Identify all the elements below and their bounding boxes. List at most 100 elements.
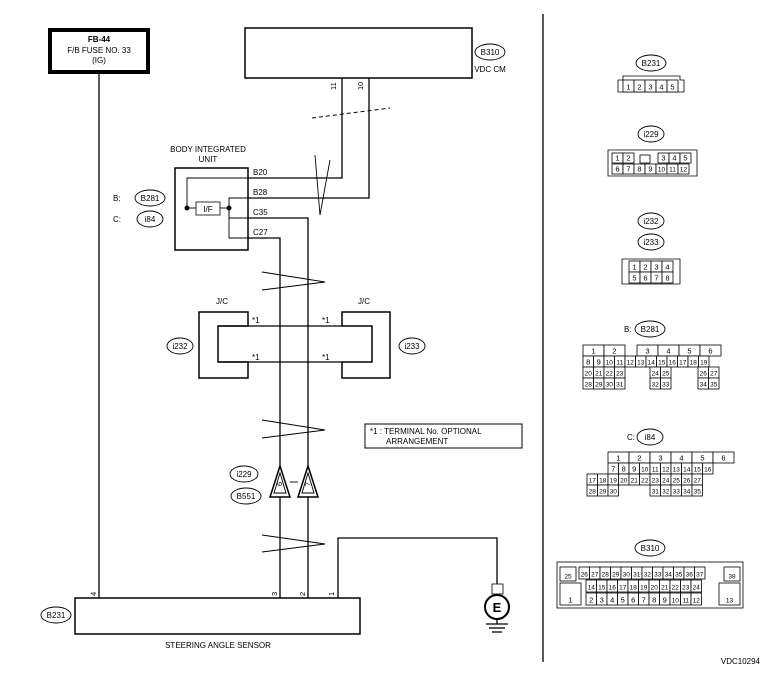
pin-number: 3	[654, 263, 658, 272]
pin-number: 33	[654, 572, 662, 579]
pin-number: 35	[675, 572, 683, 579]
pin-number: 1	[591, 347, 595, 356]
pin-number: 17	[679, 360, 687, 367]
twist-mark	[261, 419, 326, 439]
pin-number: 32	[644, 572, 652, 579]
pin-cell	[690, 592, 702, 606]
vdc-pin-10: 10	[356, 82, 365, 90]
pin-number: 14	[648, 360, 656, 367]
pin-number: 29	[612, 572, 620, 579]
pin-number: 21	[631, 478, 639, 485]
pin-number: 24	[693, 585, 701, 592]
ground-label: E	[493, 600, 502, 615]
pin-number: 36	[686, 572, 694, 579]
fuse-box: FB-44 F/B FUSE NO. 33 (IG)	[48, 28, 150, 74]
pin-number: 35	[710, 382, 718, 389]
pin-number: 11	[616, 360, 623, 367]
jc-right: J/C i233 *1 *1	[322, 297, 426, 379]
pin-number: 19	[610, 478, 618, 485]
sensor-pin-1: 1	[327, 592, 336, 596]
pin-number: 13	[637, 360, 645, 367]
pin-number: 7	[611, 465, 615, 474]
pin-number: 3	[645, 347, 649, 356]
jc-right-term2: *1	[322, 353, 330, 362]
biu-title2: UNIT	[199, 155, 218, 164]
pin-number: 2	[637, 83, 641, 92]
pin-number: 13	[726, 598, 734, 605]
pin-number: 20	[620, 478, 628, 485]
pin-number: 14	[683, 467, 691, 474]
pin-number: 1	[616, 454, 620, 463]
sensor-pin-4: 4	[89, 592, 98, 596]
pin-number: 20	[651, 585, 659, 592]
biu-pin-c27: C27	[253, 228, 268, 237]
pin-number: 29	[599, 489, 607, 496]
sensor-conn: B231	[47, 611, 66, 620]
pin-number: 16	[609, 585, 617, 592]
twist-mark	[261, 534, 326, 553]
pin-number: 17	[619, 585, 627, 592]
pin-number: 1	[632, 263, 636, 272]
mid-pin-7: 7	[303, 482, 312, 486]
jc-left-conn: i232	[172, 342, 188, 351]
pin-number: 5	[687, 347, 691, 356]
pin-number: 3	[658, 454, 662, 463]
biu-pin-b20: B20	[253, 168, 268, 177]
pin-number: 22	[672, 585, 680, 592]
pin-number: 5	[700, 454, 704, 463]
pin-cell	[661, 271, 674, 284]
pin-number: 7	[654, 274, 658, 283]
pin-number: 6	[708, 347, 712, 356]
pin-number: 38	[728, 574, 736, 581]
pin-number: 6	[631, 596, 635, 605]
pin-number: 6	[721, 454, 725, 463]
biu-pin-b28: B28	[253, 188, 268, 197]
pin-number: 28	[602, 572, 610, 579]
pin-number: 6	[643, 274, 647, 283]
pin-number: 7	[626, 165, 630, 174]
twist-mark	[311, 107, 391, 119]
pin-number: 30	[606, 382, 614, 389]
pin-cell	[639, 154, 651, 164]
pin-number: 10	[658, 167, 666, 174]
pin-number: 4	[665, 263, 669, 272]
vdc-conn: B310	[481, 48, 500, 57]
pin-number: 24	[652, 371, 660, 378]
pin-number: 23	[682, 585, 690, 592]
pin-number: 9	[632, 465, 636, 474]
pin-number: 33	[673, 489, 681, 496]
pin-number: 28	[589, 489, 597, 496]
pin-number: 16	[704, 467, 712, 474]
pin-number: 26	[683, 478, 691, 485]
wire-vdc11-b20	[248, 78, 343, 179]
panel-b310-title: B310	[641, 544, 660, 553]
pin-cell	[718, 582, 741, 606]
pin-number: 9	[663, 596, 667, 605]
mid-conn-2: B551	[237, 492, 256, 501]
pin-number: 11	[682, 598, 689, 605]
panel-b231-title: B231	[642, 59, 661, 68]
pin-number: 6	[615, 165, 619, 174]
fuse-line3: (IG)	[92, 56, 106, 65]
pin-number: 26	[700, 371, 708, 378]
wire-c27	[248, 237, 281, 598]
pin-number: 24	[662, 478, 670, 485]
pin-number: 3	[600, 596, 604, 605]
pin-number: 8	[622, 465, 626, 474]
pin-number: 31	[652, 489, 660, 496]
panel-i233-title: i233	[643, 238, 659, 247]
pin-number: 27	[591, 572, 599, 579]
wire-ground	[337, 537, 498, 598]
pin-number: 4	[666, 347, 670, 356]
pin-cell	[690, 579, 702, 593]
twist-mark	[314, 154, 331, 216]
pin-number: 23	[652, 478, 660, 485]
pin-cell	[622, 152, 635, 164]
pin-number: 26	[581, 572, 589, 579]
